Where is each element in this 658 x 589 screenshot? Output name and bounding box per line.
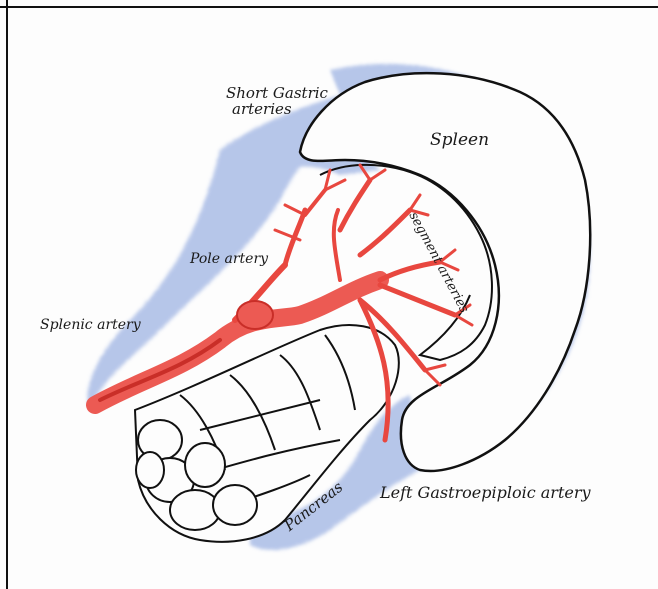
- label-left-gastroepiploic-artery: Left Gastroepiploic artery: [380, 485, 591, 502]
- label-short-gastric-arteries: Short Gastric arteries: [226, 86, 328, 118]
- label-pole-artery: Pole artery: [190, 252, 268, 267]
- label-short-gastric-line2: arteries: [226, 102, 328, 118]
- splenic-artery-bulge: [237, 301, 273, 329]
- label-splenic-artery: Splenic artery: [40, 318, 141, 333]
- label-spleen: Spleen: [430, 132, 489, 150]
